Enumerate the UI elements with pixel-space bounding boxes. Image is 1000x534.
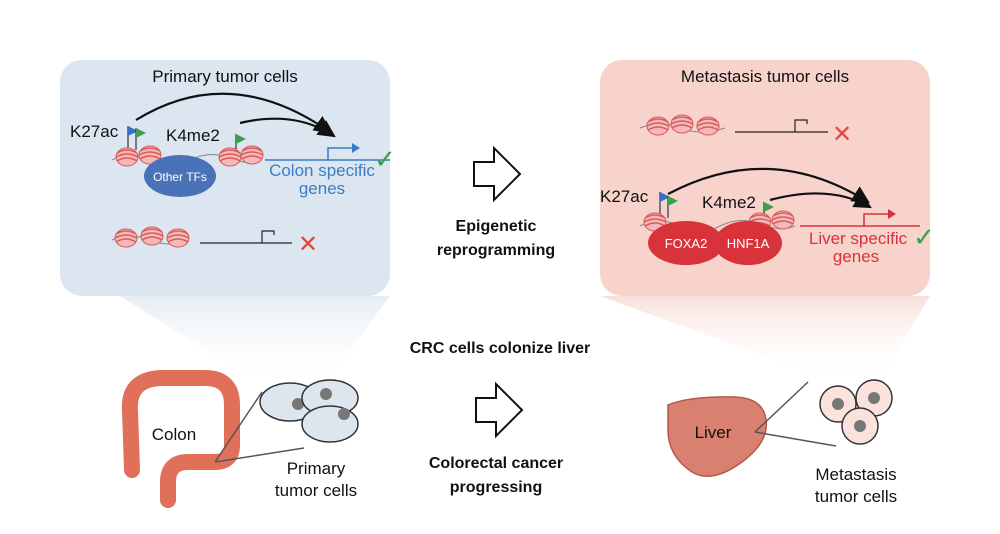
liver-label: Liver (695, 423, 732, 442)
center-bottom-label-line2: progressing (450, 479, 542, 496)
primary-panel-title: Primary tumor cells (152, 67, 297, 86)
metastasis-check-icon: ✓ (913, 222, 935, 252)
liver-icon (667, 396, 767, 477)
metastasis-active-promoter-arrow-icon (863, 209, 896, 226)
primary-inactive-nucleosomes-icon (114, 226, 190, 248)
metastasis-k27ac-flag-icons (659, 192, 678, 218)
primary-k27ac-flag-icons (127, 126, 146, 150)
metastasis-panel-title: Metastasis tumor cells (681, 67, 849, 86)
primary-cells-label-line1: Primary (287, 459, 346, 478)
metastasis-k27ac-arrow (667, 167, 870, 204)
primary-cells-label-line2: tumor cells (275, 481, 357, 500)
metastasis-k27ac-label: K27ac (600, 187, 649, 206)
primary-k4me2-arrow (239, 117, 336, 138)
primary-cells-icon (259, 379, 359, 443)
metastasis-k4me2-arrow (769, 191, 872, 209)
liver-pointer-line-2 (754, 431, 837, 447)
metastasis-hnf1a-label: HNF1A (727, 236, 770, 251)
metastasis-cells-icon (819, 379, 893, 445)
primary-other-tfs-label: Other TFs (153, 170, 207, 184)
primary-zoom-fan (120, 296, 390, 390)
metastasis-inactive-promoter-icon (794, 119, 808, 132)
metastasis-gene-label-line2: genes (833, 247, 879, 266)
metastasis-gene-label-line1: Liver specific (809, 229, 908, 248)
primary-k27ac-label: K27ac (70, 122, 119, 141)
metastasis-cross-icon: ✕ (832, 121, 852, 148)
primary-active-promoter-arrow-icon (327, 143, 360, 160)
metastasis-foxa2-label: FOXA2 (665, 236, 708, 251)
top-block-arrow-icon (473, 145, 522, 203)
center-middle-label: CRC cells colonize liver (410, 340, 591, 357)
center-bottom-label-line1: Colorectal cancer (429, 455, 563, 472)
bottom-block-arrow-icon (475, 381, 524, 439)
center-top-label-line2: reprogramming (437, 242, 555, 259)
primary-k27ac-arrow (135, 92, 332, 134)
primary-gene-label-line2: genes (299, 179, 345, 198)
metastasis-hnf1a-blob (714, 221, 782, 265)
center-top-label-line1: Epigenetic (456, 218, 537, 235)
colon-label: Colon (152, 425, 196, 444)
metastasis-zoom-fan (600, 296, 930, 380)
primary-check-icon: ✓ (374, 144, 396, 174)
metastasis-foxa2-blob (648, 221, 724, 265)
colon-icon (121, 370, 240, 508)
primary-k4me2-label: K4me2 (166, 126, 220, 145)
primary-inactive-promoter-icon (261, 230, 275, 243)
colon-pointer-line-2 (214, 447, 305, 463)
metastasis-inactive-nucleosomes-icon (646, 114, 720, 136)
metastasis-cells-label-line2: tumor cells (815, 487, 897, 506)
primary-other-tfs-blob (144, 155, 216, 197)
primary-cross-icon: ✕ (298, 231, 318, 258)
metastasis-cells-label-line1: Metastasis (815, 465, 896, 484)
metastasis-k4me2-label: K4me2 (702, 193, 756, 212)
liver-pointer-line (754, 381, 809, 433)
colon-pointer-line (214, 391, 263, 463)
primary-gene-label-line1: Colon specific (269, 161, 375, 180)
